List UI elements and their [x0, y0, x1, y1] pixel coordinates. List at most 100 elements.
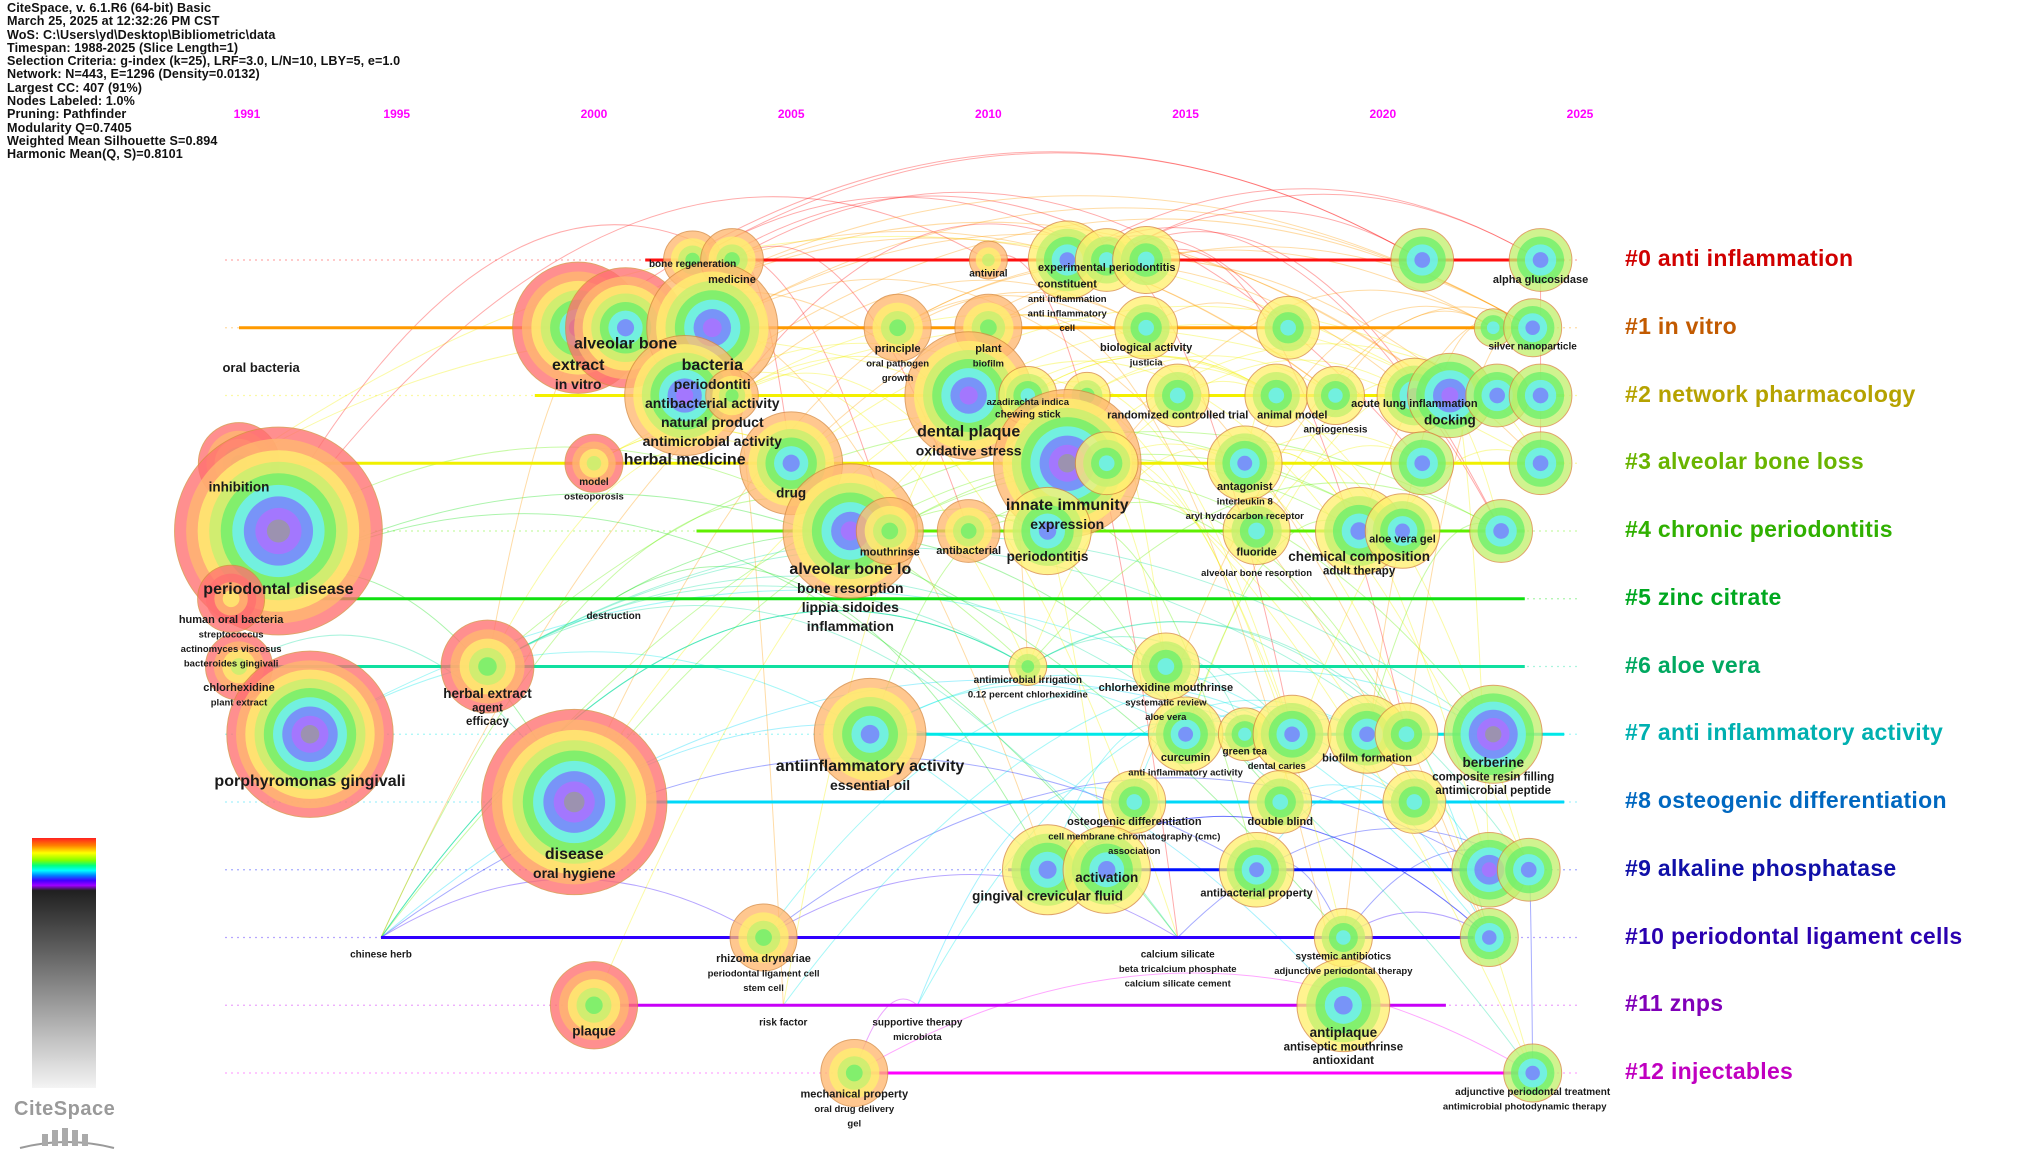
link-arc [1027, 381, 1293, 735]
node-ring [860, 724, 880, 744]
summary-line: Pruning: Pathfinder [7, 107, 127, 122]
node-ring [840, 521, 860, 541]
node-label: cell membrane chromatography (cmc) [1048, 832, 1220, 843]
keyword-node [1407, 352, 1493, 439]
node-label: mouthrinse [860, 546, 920, 558]
keyword-node [1473, 308, 1513, 348]
link-arc [692, 152, 1423, 261]
node-label: anti inflammation [1028, 294, 1107, 305]
node-label: oxidative stress [916, 443, 1022, 459]
cluster-label-4: #4 chronic periodontitis [1625, 516, 1893, 542]
link-arc [380, 610, 1029, 938]
node-ring [1482, 930, 1497, 945]
node-label: mechanical property [800, 1088, 908, 1100]
node-label: alveolar bone lo [789, 561, 911, 578]
node-ring [980, 319, 997, 337]
node-ring [1489, 387, 1506, 404]
year-tick-label: 2010 [975, 107, 1002, 121]
node-ring [755, 929, 772, 946]
link-arc [889, 453, 1403, 532]
cluster-label-0: #0 anti inflammation [1625, 245, 1854, 271]
node-label: adjunctive periodontal therapy [1274, 966, 1413, 977]
node-label: antiinflammatory activity [776, 758, 965, 775]
link-arc [1027, 621, 1407, 735]
node-label: anti inflammatory activity [1128, 767, 1243, 778]
node-label: experimental periodontitis [1038, 262, 1176, 274]
node-ring [982, 253, 995, 267]
node-ring [1485, 726, 1502, 743]
keyword-node [1508, 228, 1573, 292]
summary-line: CiteSpace, v. 6.1.R6 (64-bit) Basic [7, 1, 212, 15]
cluster-label-1: #1 in vitro [1625, 312, 1737, 339]
node-label: plant extract [211, 697, 268, 708]
node-label: medicine [708, 274, 756, 286]
keyword-node [1313, 908, 1373, 967]
node-label: bone resorption [797, 580, 904, 596]
node-ring [1138, 319, 1154, 336]
keyword-node [1508, 431, 1573, 496]
node-ring [1272, 794, 1289, 810]
keyword-node [1218, 831, 1295, 908]
link-arc [782, 670, 1494, 1006]
node-label: adult therapy [1323, 566, 1396, 578]
node-label: model [579, 477, 609, 488]
keyword-node [1296, 958, 1391, 1053]
node-ring [1157, 658, 1175, 675]
node-label: efficacy [466, 716, 509, 728]
node-label: chlorhexidine [203, 682, 275, 694]
node-label: anti inflammatory [1028, 308, 1108, 319]
node-label: antimicrobial activity [643, 433, 782, 449]
time-color-legend [32, 838, 96, 1088]
year-tick-label: 2025 [1567, 107, 1594, 121]
summary-line: Modularity Q=0.7405 [7, 120, 132, 135]
link-arc [1335, 310, 1494, 396]
node-label: chemical composition [1288, 549, 1430, 564]
summary-line: Harmonic Mean(Q, S)=0.8101 [7, 147, 183, 162]
node-ring [1406, 794, 1423, 810]
node-label: oral drug delivery [814, 1104, 894, 1115]
keyword-node [1256, 295, 1320, 360]
node-ring [1098, 252, 1115, 268]
node-label: double blind [1248, 816, 1313, 828]
keyword-node [1102, 770, 1167, 834]
summary-line: Network: N=443, E=1296 (Density=0.0132) [7, 67, 260, 82]
node-label: calcium silicate cement [1125, 979, 1232, 990]
keyword-node [1469, 499, 1533, 563]
keyword-node [1503, 1043, 1563, 1103]
node-label: antiseptic mouthrinse [1284, 1041, 1404, 1053]
node-label: oral pathogen [866, 359, 929, 370]
keyword-node [1062, 825, 1151, 914]
node-label: azadirachta indica [987, 397, 1070, 408]
node-label: stem cell [743, 983, 784, 994]
node-label: supportive therapy [872, 1017, 962, 1028]
node-label: cell [1059, 323, 1075, 334]
keyword-node [813, 677, 927, 791]
keyword-node [968, 240, 1008, 280]
node-ring [478, 657, 497, 676]
node-label: antibacterial activity [645, 395, 780, 411]
node-label: oral bacteria [222, 360, 300, 375]
node-ring [1525, 320, 1540, 335]
keyword-node [1206, 425, 1283, 502]
keyword-node [564, 433, 624, 493]
summary-line: Nodes Labeled: 1.0% [7, 94, 135, 109]
node-ring [1097, 861, 1116, 879]
node-label: gingival crevicular fluid [972, 889, 1123, 904]
node-label: acute lung inflammation [1351, 398, 1478, 410]
node-label: berberine [1462, 755, 1524, 770]
node-ring [300, 725, 320, 744]
node-ring [266, 519, 290, 543]
node-ring [222, 590, 240, 608]
node-label: fluoride [1236, 546, 1276, 558]
node-label: docking [1424, 413, 1476, 428]
node-ring [845, 1064, 863, 1082]
node-label: antimicrobial photodynamic therapy [1443, 1101, 1607, 1112]
node-ring [725, 388, 739, 403]
keyword-node [1222, 497, 1291, 565]
summary-line: Weighted Mean Silhouette S=0.894 [7, 133, 218, 148]
node-label: alveolar bone resorption [1201, 568, 1312, 579]
logo-text: CiteSpace [14, 1098, 116, 1120]
link-arc [1086, 355, 1336, 396]
link-arc [1067, 188, 1541, 261]
